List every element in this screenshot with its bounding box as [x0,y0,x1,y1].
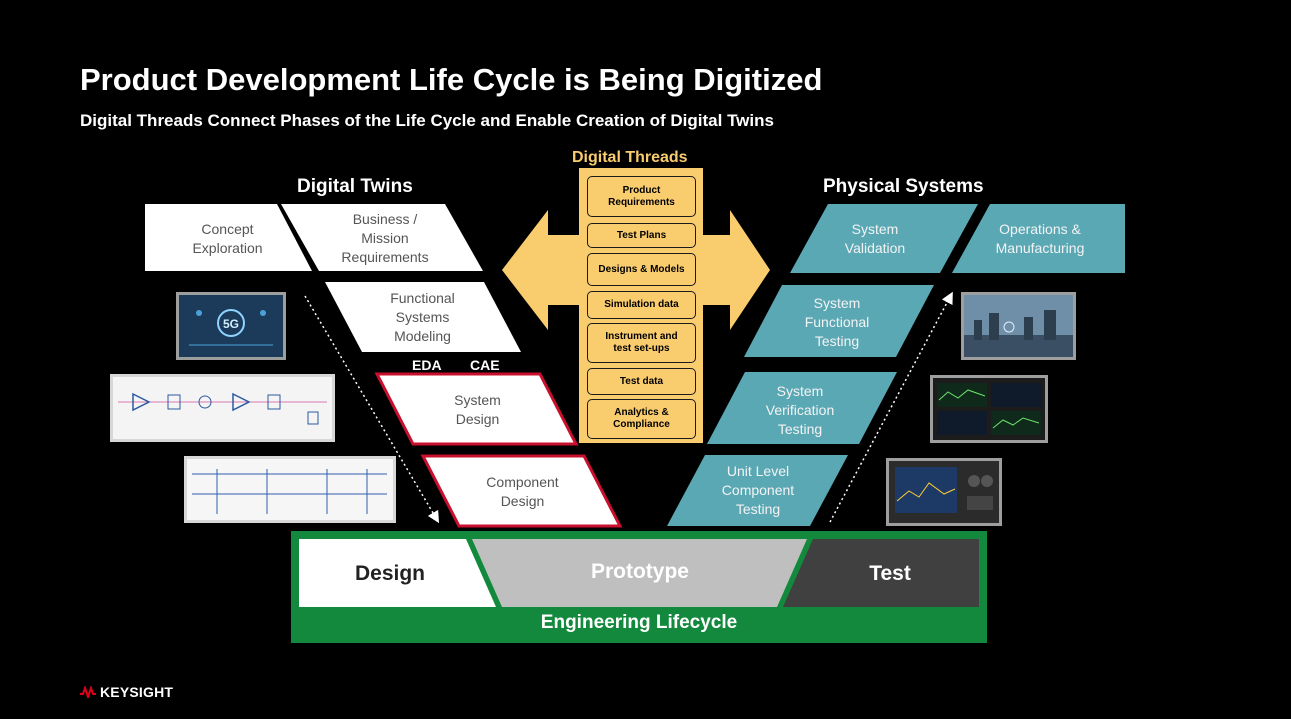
keysight-logo: KEYSIGHT [80,684,173,700]
functional-testing-shape [744,285,934,357]
test-phase-shape [783,539,979,607]
thread-product-requirements: Product Requirements [587,176,696,217]
thread-analytics-compliance: Analytics & Compliance [587,399,696,439]
verification-testing-shape [707,372,897,444]
system-design-shape [374,372,579,446]
system-design-label: System Design [454,392,501,427]
page-title: Product Development Life Cycle is Being … [80,62,823,97]
digital-threads-header: Digital Threads [572,149,688,166]
design-phase-shape [299,539,496,607]
eda-label: EDA [412,357,442,373]
smart-city-graphic [964,295,1073,357]
functional-modeling-shape [325,282,521,352]
operations-manufacturing-shape [952,204,1125,273]
smart-city-image [961,292,1076,360]
5g-network-graphic: 5G [179,295,283,357]
test-phase-label: Test [869,562,911,585]
concept-exploration-label: Concept Exploration [192,221,263,256]
digital-twins-header: Digital Twins [297,176,413,197]
svg-text:5G: 5G [223,317,239,331]
prototype-phase-shape [472,539,807,607]
system-validation-label: System Validation [844,221,906,256]
thread-designs-models: Designs & Models [587,253,696,286]
unit-testing-label: Unit Level Component Testing [721,462,795,517]
unit-testing-shape [667,455,848,526]
analyzer-screen-image [930,375,1048,443]
thread-test-plans: Test Plans [587,223,696,248]
component-design-shape [420,454,623,528]
analyzer-screen-graphic [933,378,1045,440]
prototype-phase-label: Prototype [590,560,689,583]
rf-schematic-image [110,374,335,442]
physical-systems-header: Physical Systems [823,176,984,197]
5g-network-image: 5G [176,292,286,360]
page-subtitle: Digital Threads Connect Phases of the Li… [80,111,774,130]
concept-exploration-shape [145,204,312,271]
cae-label: CAE [470,357,500,373]
verification-testing-label: System Verification Testing [765,382,835,437]
design-phase-label: Design [354,562,425,585]
thread-simulation-data: Simulation data [587,291,696,319]
rf-schematic-graphic [113,377,332,439]
instrument-graphic [889,461,999,523]
operations-manufacturing-label: Operations & Manufacturing [995,221,1085,256]
component-design-label: Component Design [486,474,559,509]
functional-testing-label: System Functional Testing [804,294,870,349]
engineering-lifecycle-label: Engineering Lifecycle [540,612,738,633]
instrument-image [886,458,1002,526]
keysight-wave-icon [80,686,96,698]
circuit-schematic-image [184,456,396,523]
business-requirements-shape [281,204,483,271]
circuit-schematic-graphic [187,459,393,520]
thread-test-data: Test data [587,368,696,395]
functional-modeling-label: Functional Systems Modeling [390,289,455,344]
business-requirements-label: Business / Mission Requirements [341,210,429,265]
brand-name: KEYSIGHT [100,684,174,700]
system-validation-shape [790,204,978,273]
thread-instrument-setups: Instrument and test set-ups [587,323,696,363]
